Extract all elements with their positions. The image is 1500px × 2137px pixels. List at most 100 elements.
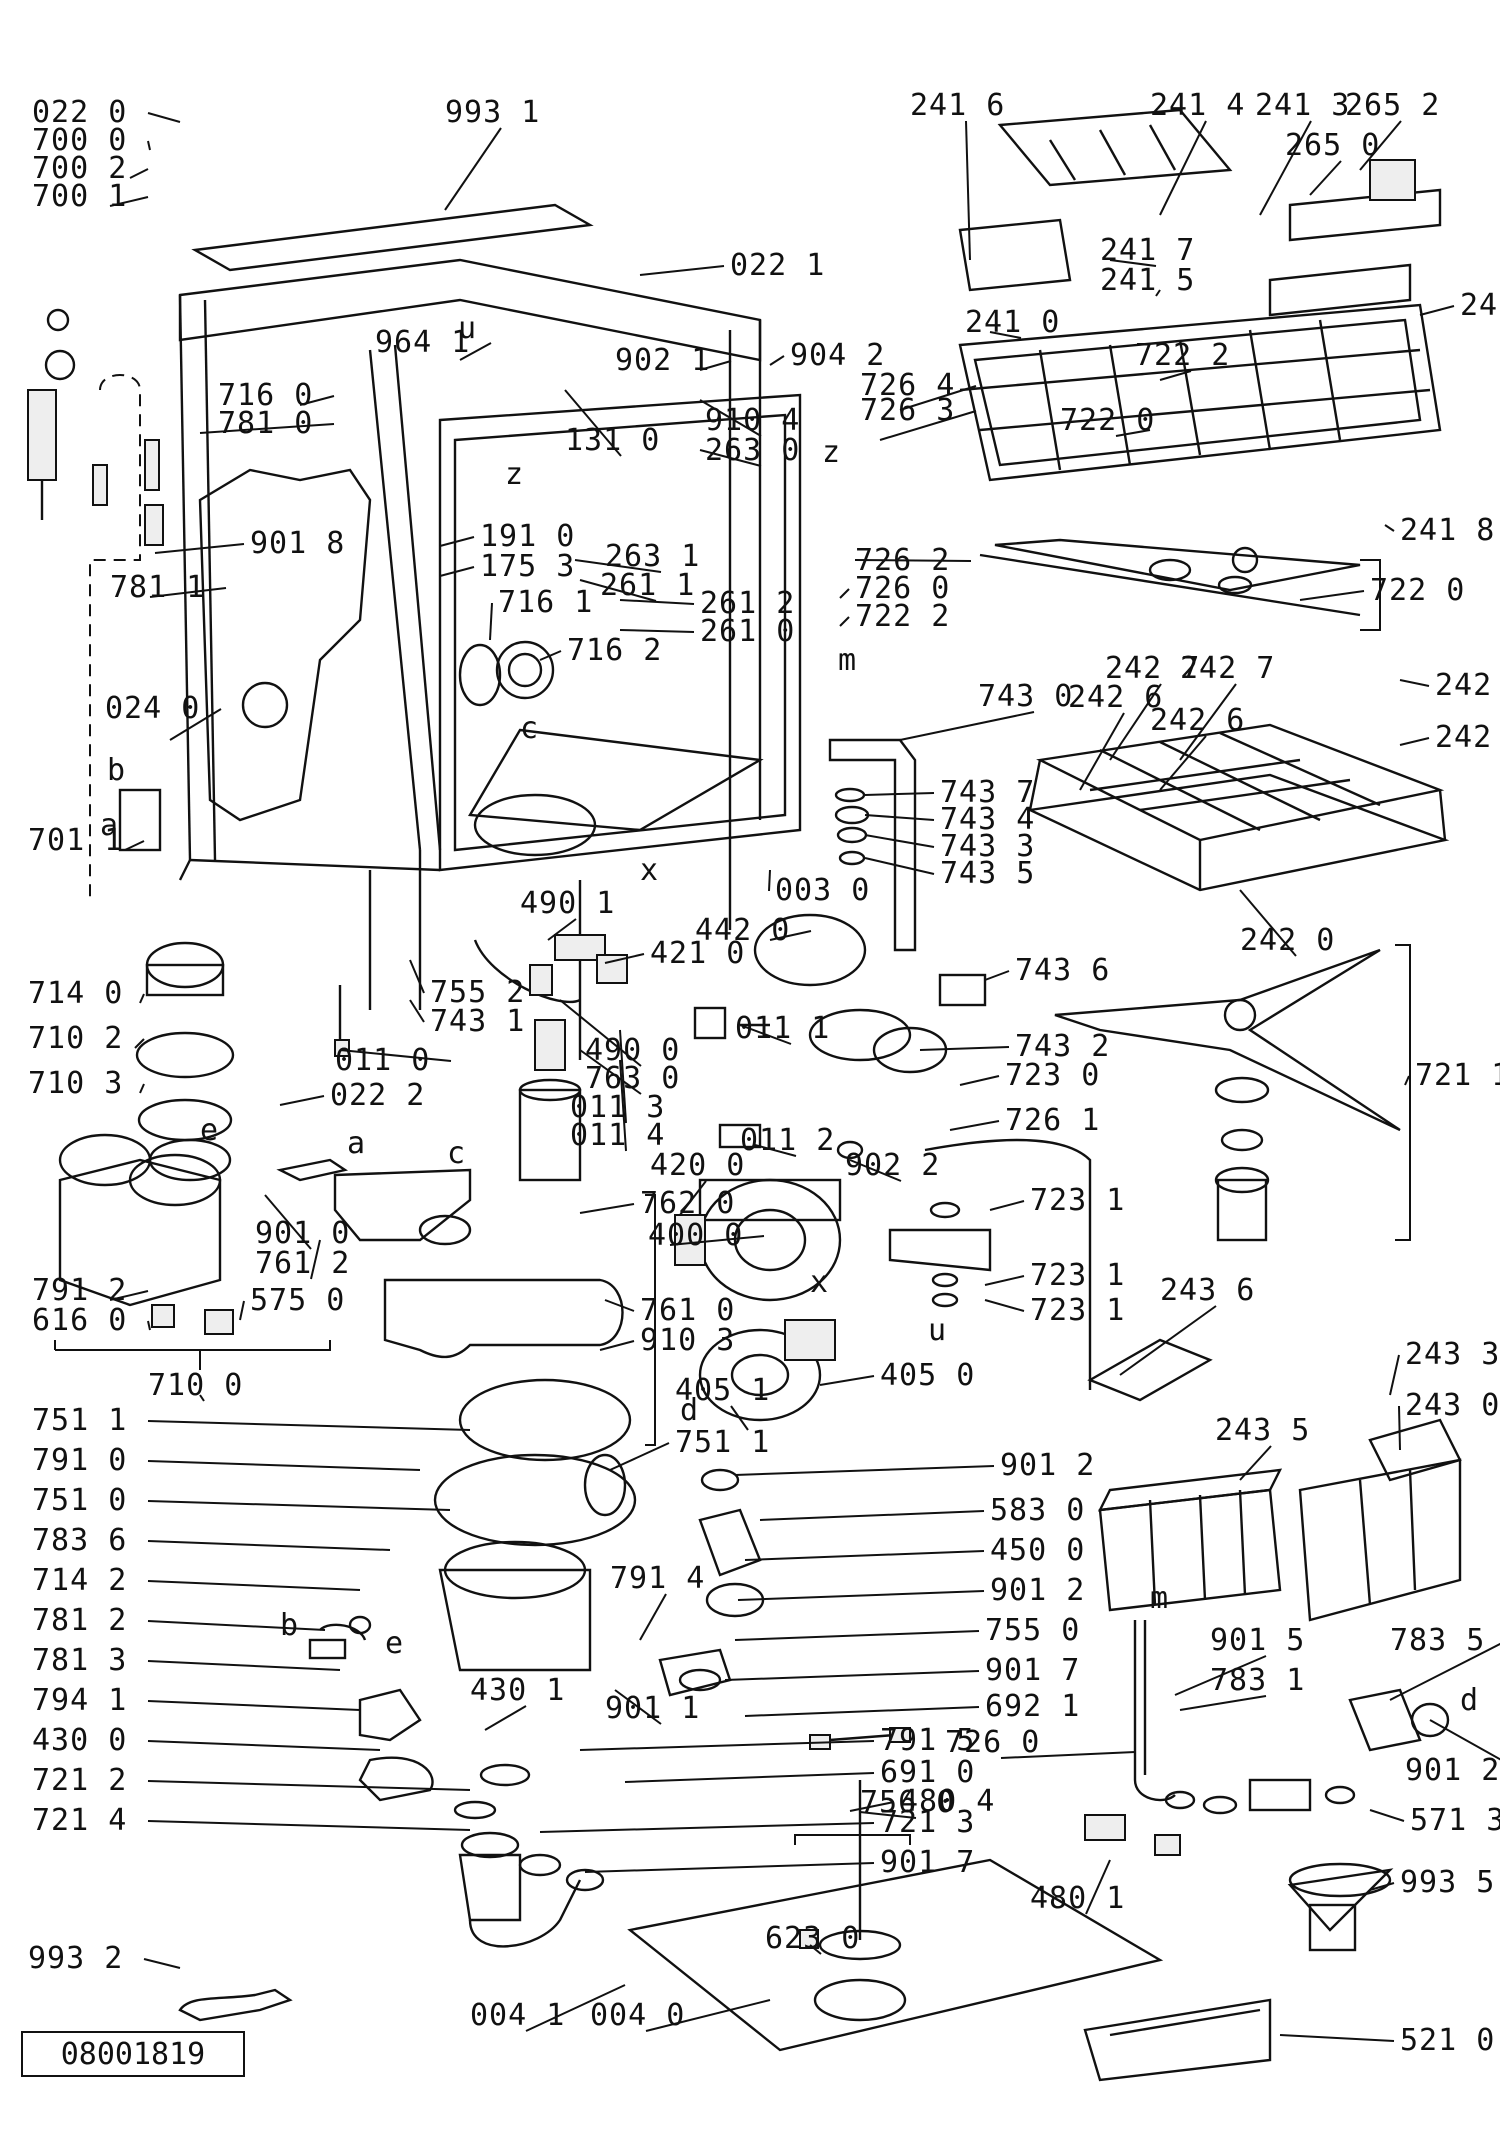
callout-label: 783 5 xyxy=(1390,1623,1485,1658)
leader-line xyxy=(199,1394,205,1402)
letter-marker: x xyxy=(810,1265,829,1300)
callout-label: 993 5 xyxy=(1400,1865,1495,1900)
leader-line xyxy=(1399,679,1430,687)
callout-label: 901 2 xyxy=(1405,1753,1500,1788)
callout-label: 241 3 xyxy=(1255,88,1350,123)
callout-label: 904 2 xyxy=(790,338,885,373)
callout-label: 700 1 xyxy=(32,179,127,214)
callout-label: 726 3 xyxy=(860,393,955,428)
leader-line xyxy=(484,1705,527,1731)
leader-line xyxy=(1398,1405,1401,1451)
callout-label: 430 0 xyxy=(32,1723,127,1758)
leader-line xyxy=(984,1299,1025,1312)
callout-label: 261 2 xyxy=(700,586,795,621)
leader-line xyxy=(899,711,1035,741)
callout-label: 265 2 xyxy=(1345,88,1440,123)
callout-label: 993 1 xyxy=(445,95,540,130)
callout-label: 716 2 xyxy=(567,633,662,668)
callout-label: 743 2 xyxy=(1015,1029,1110,1064)
leader-line xyxy=(147,140,151,151)
callout-label: 261 0 xyxy=(700,614,795,649)
leader-line xyxy=(679,1180,707,1216)
leader-line xyxy=(1369,1809,1405,1822)
callout-label: 791 4 xyxy=(610,1561,705,1596)
callout-label: 723 1 xyxy=(1030,1183,1125,1218)
leader-line xyxy=(129,168,149,179)
callout-label: 241 1 xyxy=(1460,288,1500,323)
callout-label: 762 0 xyxy=(640,1186,735,1221)
callout-label: 011 4 xyxy=(570,1118,665,1153)
callout-label: 751 1 xyxy=(32,1403,127,1438)
callout-label: 902 2 xyxy=(845,1148,940,1183)
leader-line xyxy=(919,1046,1010,1051)
callout-label: 022 2 xyxy=(330,1078,425,1113)
leader-line xyxy=(984,1275,1025,1286)
leader-line xyxy=(409,999,425,1023)
leader-line xyxy=(879,410,977,441)
leader-line xyxy=(1000,1751,1136,1759)
callout-label: 241 7 xyxy=(1100,233,1195,268)
callout-label: 691 0 xyxy=(880,1755,975,1790)
callout-label: 721 2 xyxy=(32,1763,127,1798)
leader-line xyxy=(769,355,785,366)
leader-line xyxy=(839,588,850,599)
callout-label: 910 4 xyxy=(705,403,800,438)
callout-label: 242 1 xyxy=(1435,720,1500,755)
leader-line xyxy=(1155,289,1161,297)
leader-line xyxy=(579,1049,642,1095)
leader-line xyxy=(1404,1075,1410,1086)
callout-label: 623 0 xyxy=(765,1921,860,1956)
part-lower-rack xyxy=(1025,723,1450,892)
callout-label: 022 0 xyxy=(32,95,127,130)
callout-label: 743 5 xyxy=(940,856,1035,891)
callout-label: 902 1 xyxy=(615,343,710,378)
callout-label: 721 3 xyxy=(880,1805,975,1840)
leader-line xyxy=(310,1239,321,1280)
callout-label: 714 2 xyxy=(32,1563,127,1598)
leader-line xyxy=(339,1049,452,1062)
leader-line xyxy=(579,1740,875,1751)
callout-label: 751 0 xyxy=(32,1483,127,1518)
part-lower-spray-arm xyxy=(1054,948,1401,1242)
callout-label: 243 0 xyxy=(1405,1388,1500,1423)
callout-label: 405 0 xyxy=(880,1358,975,1393)
callout-label: 022 1 xyxy=(730,248,825,283)
leader-line xyxy=(109,1290,149,1301)
letter-marker: e xyxy=(385,1626,404,1661)
callout-label: 571 3 xyxy=(1410,1803,1500,1838)
callout-label: 791 2 xyxy=(32,1273,127,1308)
callout-label: 716 0 xyxy=(218,378,313,413)
leader-line xyxy=(619,1029,627,1124)
leader-line xyxy=(839,616,850,627)
leader-line xyxy=(143,1958,181,1969)
callout-label: 722 0 xyxy=(1060,403,1155,438)
leader-line xyxy=(1384,524,1395,532)
callout-label: 004 0 xyxy=(590,1998,685,2033)
leader-line xyxy=(864,814,935,821)
callout-label: 743 1 xyxy=(430,1004,525,1039)
letter-marker: c xyxy=(447,1136,466,1171)
leader-line xyxy=(645,1999,771,2032)
letter-marker: e xyxy=(200,1113,219,1148)
leader-line xyxy=(759,1510,985,1521)
callout-label: 241 6 xyxy=(910,88,1005,123)
leader-line xyxy=(864,857,935,875)
callout-label: 714 0 xyxy=(28,976,123,1011)
part-inlet-hose xyxy=(27,308,164,900)
callout-label: 722 2 xyxy=(855,599,950,634)
callout-label: 450 0 xyxy=(990,1533,1085,1568)
leader-line xyxy=(139,1083,145,1094)
callout-label: 743 4 xyxy=(940,802,1035,837)
callout-label: 242 7 xyxy=(1105,651,1200,686)
leader-line xyxy=(949,1120,1000,1131)
callout-label: 761 2 xyxy=(255,1246,350,1281)
leader-line xyxy=(1239,889,1297,957)
leader-line xyxy=(1159,370,1192,381)
callout-label: 743 0 xyxy=(978,679,1073,714)
leader-line xyxy=(989,331,1022,339)
part-tub-frame xyxy=(178,258,802,1060)
callout-label: 722 0 xyxy=(1370,573,1465,608)
leader-line xyxy=(579,1203,635,1214)
leader-line xyxy=(737,1590,985,1601)
letter-marker: m xyxy=(1150,1581,1169,1616)
